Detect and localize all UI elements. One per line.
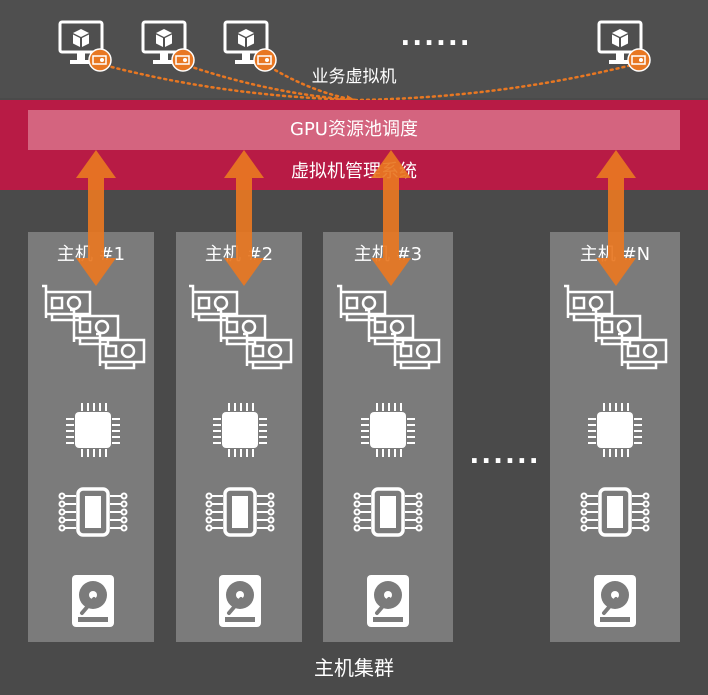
arrow-bidirectional-3 [371, 150, 411, 286]
host-ellipsis: ...... [469, 440, 541, 470]
cpu-chip-icon-1 [66, 403, 120, 457]
gpu-card-stack-3 [337, 284, 441, 370]
vm-icon-n [597, 20, 651, 72]
vm-connector-n [353, 62, 638, 102]
cpu-chip-icon-n [588, 403, 642, 457]
vm-icon-1 [58, 20, 112, 72]
memory-module-icon-3 [353, 487, 423, 537]
gpu-card-stack-2 [189, 284, 293, 370]
arrow-bidirectional-n [596, 150, 636, 286]
hard-drive-icon-n [594, 575, 636, 627]
hard-drive-icon-2 [219, 575, 261, 627]
hard-drive-icon-1 [72, 575, 114, 627]
hard-drive-icon-3 [367, 575, 409, 627]
vm-connector-2 [181, 62, 357, 102]
vm-layer-band [0, 0, 708, 98]
cpu-chip-icon-3 [361, 403, 415, 457]
cpu-chip-icon-2 [213, 403, 267, 457]
vm-icon-3 [223, 20, 277, 72]
vm-icon-2 [141, 20, 195, 72]
vm-connector-lines [98, 62, 638, 106]
gpu-card-stack-1 [42, 284, 146, 370]
memory-module-icon-2 [205, 487, 275, 537]
memory-module-icon-n [580, 487, 650, 537]
gpu-card-stack-n [564, 284, 668, 370]
host-cluster-label: 主机集群 [314, 656, 394, 680]
memory-module-icon-1 [58, 487, 128, 537]
vm-connector-1 [98, 62, 357, 102]
arrow-bidirectional-1 [76, 150, 116, 286]
arrow-bidirectional-2 [224, 150, 264, 286]
vm-ellipsis: ...... [400, 22, 472, 52]
vm-connector-3 [263, 62, 357, 102]
gpu-pool-scheduling-bar: GPU资源池调度 [28, 110, 680, 150]
vm-section-label: 业务虚拟机 [311, 67, 397, 87]
